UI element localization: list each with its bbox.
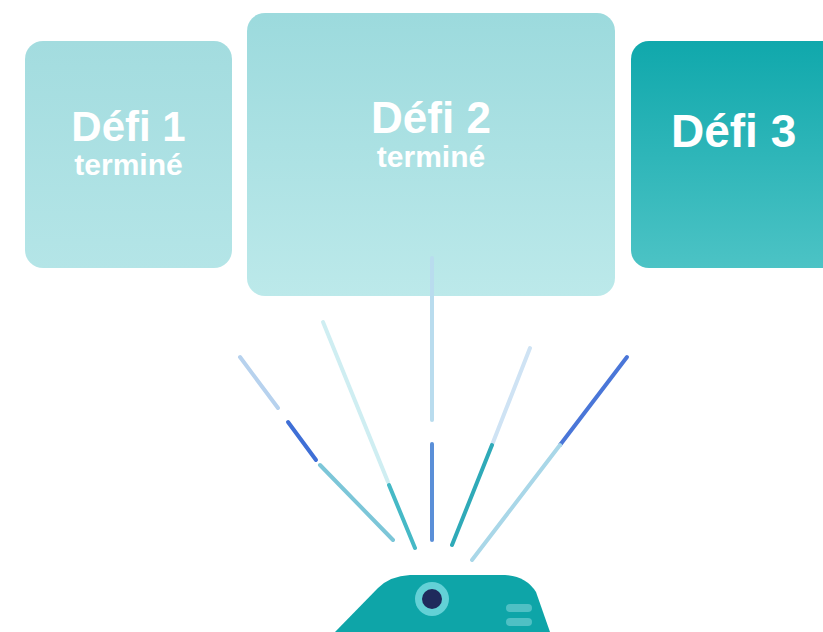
status-text: terminé (377, 141, 485, 173)
ray (430, 444, 434, 540)
ray (430, 258, 434, 420)
robot-vent (506, 618, 532, 626)
challenge-title: Défi 3 (671, 107, 796, 155)
ray (492, 348, 530, 445)
ray (320, 465, 393, 540)
ray (472, 445, 560, 560)
challenge-title: Défi 2 (371, 95, 491, 141)
ray (452, 445, 492, 545)
challenge-box: Défi 1terminé (25, 41, 232, 268)
challenge-box: Défi 2terminé (247, 13, 615, 296)
challenge-box: Défi 3 (631, 41, 823, 268)
ray (288, 422, 316, 460)
ray (240, 357, 278, 408)
status-text: terminé (74, 149, 182, 181)
ray (389, 485, 415, 548)
ray (323, 322, 388, 482)
robot-vent (506, 604, 532, 612)
ray (560, 357, 627, 445)
robot-eye-ring (415, 582, 449, 616)
challenge-title: Défi 1 (71, 105, 185, 149)
robot-body (335, 575, 550, 632)
robot-eye (422, 589, 442, 609)
